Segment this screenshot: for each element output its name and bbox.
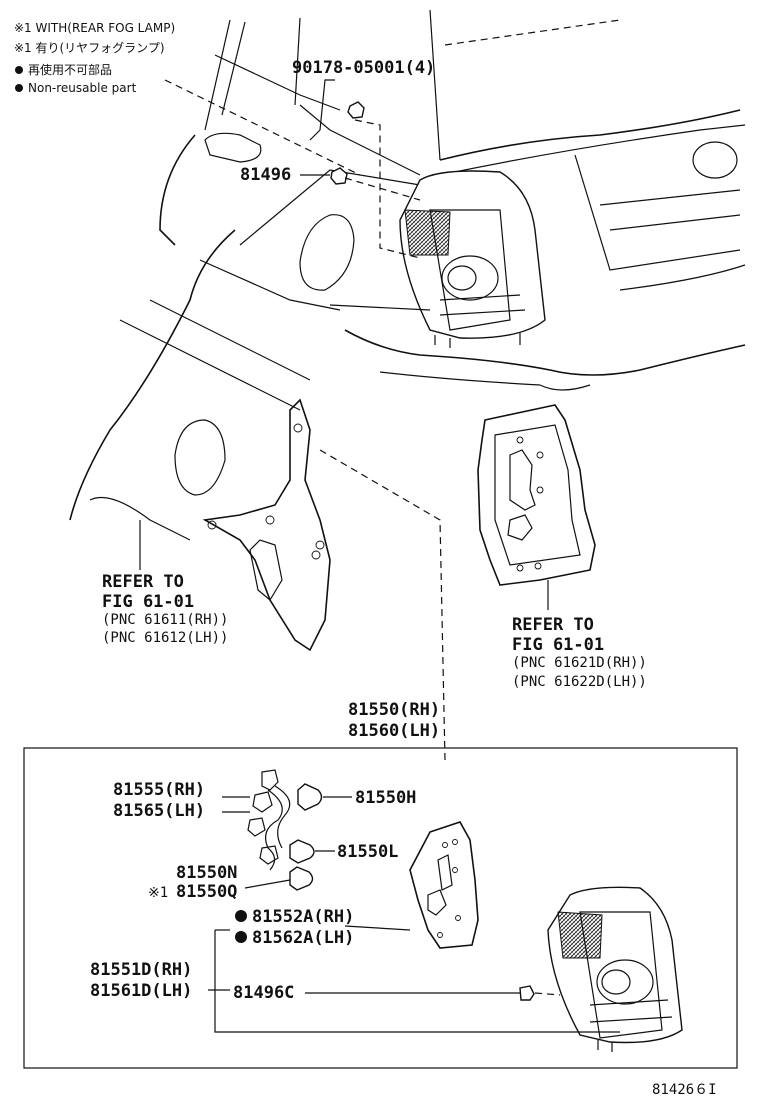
label-81550q-mark: ※1 xyxy=(148,885,168,901)
rear-panel-piece xyxy=(477,404,596,586)
note-non-reusable-en: Non-reusable part xyxy=(28,81,137,95)
refer-right-l2: FIG 61-01 xyxy=(512,635,604,655)
tail-lamp-installed xyxy=(399,170,546,348)
label-81551d: 81551D(RH) xyxy=(90,960,192,980)
note-non-reusable-jp: 再使用不可部品 xyxy=(28,62,112,77)
assembly-box xyxy=(23,747,738,1069)
refer-left-l2: FIG 61-01 xyxy=(102,592,194,612)
label-81496: 81496 xyxy=(240,165,291,185)
lamp-gasket xyxy=(409,821,479,949)
label-81550rh: 81550(RH) xyxy=(348,700,440,720)
refer-right-l4: (PNC 61622D(LH)) xyxy=(512,674,647,690)
label-81561d: 81561D(LH) xyxy=(90,981,192,1001)
non-reusable-81552a-icon xyxy=(235,910,247,922)
leader-lines-lower xyxy=(208,796,620,1033)
leader-lines-upper xyxy=(139,79,549,761)
refer-left-l4: (PNC 61612(LH)) xyxy=(102,630,228,646)
nut-icon xyxy=(347,101,365,119)
upper-labels: 90178-05001(4) 81496 REFER TO FIG 61-01 … xyxy=(102,58,647,741)
label-81550l: 81550L xyxy=(337,842,398,862)
label-81550h: 81550H xyxy=(355,788,416,808)
non-reusable-81562a-icon xyxy=(235,931,247,943)
label-81496c: 81496C xyxy=(233,983,294,1003)
refer-left-l1: REFER TO xyxy=(102,572,184,592)
bulb-l-icon xyxy=(289,839,315,864)
label-81565lh: 81565(LH) xyxy=(113,801,205,821)
refer-right-l1: REFER TO xyxy=(512,615,594,635)
tail-lamp-assembly xyxy=(519,886,683,1052)
bulb-n-icon xyxy=(289,866,314,891)
vehicle-body-drawing xyxy=(69,9,746,652)
label-81550q: 81550Q xyxy=(176,882,237,902)
screw-icon xyxy=(519,985,535,1001)
fasteners xyxy=(330,101,365,185)
label-81560lh: 81560(LH) xyxy=(348,721,440,741)
label-81550n: 81550N xyxy=(176,863,237,883)
label-90178: 90178-05001(4) xyxy=(292,58,435,78)
figure-id: 81426６I xyxy=(652,1082,717,1098)
non-reusable-dot-icon xyxy=(15,66,23,74)
label-81555rh: 81555(RH) xyxy=(113,780,205,800)
note-rear-fog-jp: ※1 有り(リヤフォグランプ) xyxy=(14,41,165,55)
non-reusable-dot-icon-2 xyxy=(15,84,23,92)
refer-left-l3: (PNC 61611(RH)) xyxy=(102,612,228,628)
legend-notes: ※1 WITH(REAR FOG LAMP) ※1 有り(リヤフォグランプ) 再… xyxy=(14,21,175,95)
label-81552a: 81552A(RH) xyxy=(252,907,354,927)
grommet-icon xyxy=(330,167,348,185)
refer-right-l3: (PNC 61621D(RH)) xyxy=(512,655,647,671)
bulb-h-icon xyxy=(297,783,323,811)
note-rear-fog-en: ※1 WITH(REAR FOG LAMP) xyxy=(14,21,175,35)
label-81562a: 81562A(LH) xyxy=(252,928,354,948)
harness-and-bulbs xyxy=(247,769,323,891)
lower-labels: 81555(RH) 81565(LH) 81550H 81550L 81550N… xyxy=(90,780,416,1003)
